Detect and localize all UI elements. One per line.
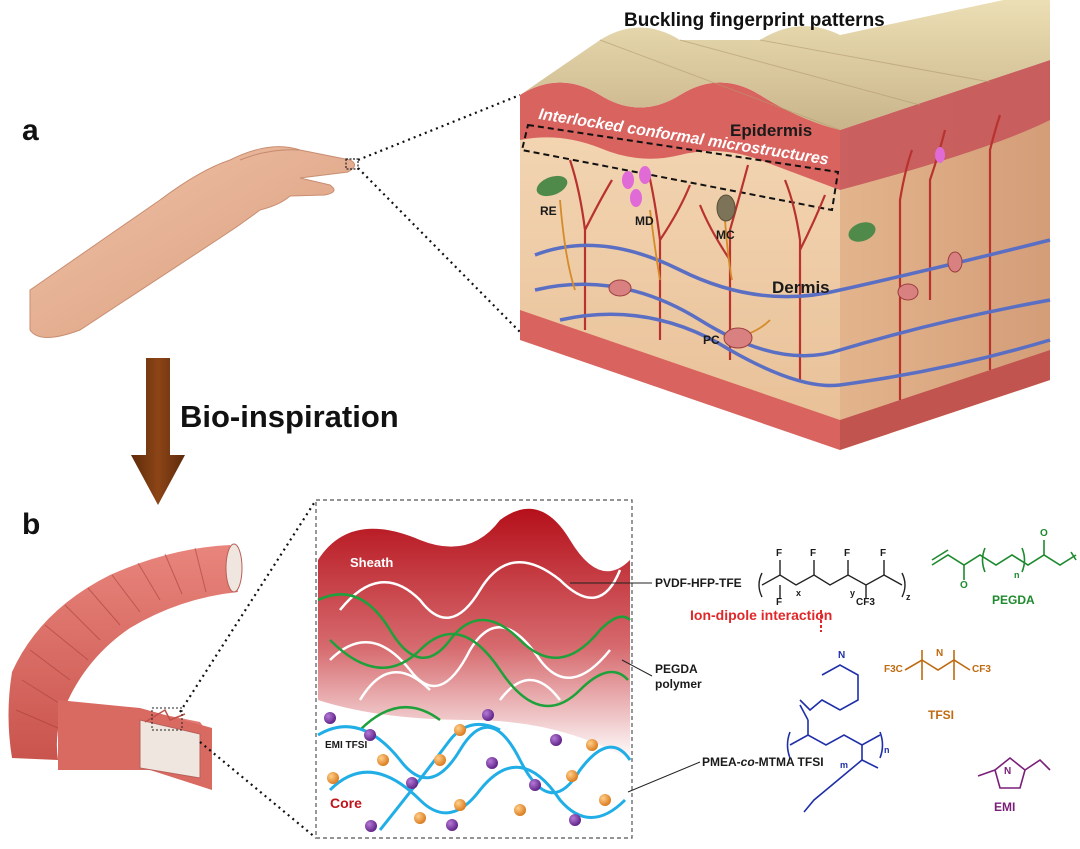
pegda-atom-o-2: O [1040, 528, 1048, 539]
panel-label-a: a [22, 114, 39, 147]
pmea-sub-m: m [840, 760, 849, 770]
sheath-label: Sheath [350, 555, 394, 570]
pegda-sub-n: n [1014, 570, 1020, 580]
tfsi-f3c: F3C [884, 664, 903, 675]
atom-f-2: F [776, 597, 783, 608]
pmea-label: PMEA-co-MTMA TFSI [702, 755, 824, 769]
receptor-re-label: RE [540, 204, 557, 218]
pegda-polymer-label-2: polymer [655, 677, 702, 691]
skin-block [520, 0, 1051, 450]
core-label: Core [330, 795, 362, 811]
sub-x: x [796, 588, 802, 598]
pmea-sub-n: n [884, 745, 890, 755]
emi-tfsi-label: EMI TFSI [325, 740, 368, 751]
hand-detail-box [345, 158, 359, 170]
zoom-lines-a [357, 93, 521, 333]
pvdf-structure [758, 560, 906, 598]
epidermis-label: Epidermis [730, 121, 813, 140]
fiber-illustration [8, 543, 243, 790]
atom-f-3: F [810, 548, 817, 559]
interlocked-region [520, 123, 840, 212]
fiber-detail-box [151, 707, 183, 731]
panel-label-b: b [22, 508, 41, 541]
atom-cf3: CF3 [856, 597, 875, 608]
tfsi-atom-n: N [936, 648, 944, 659]
emi-structure [977, 756, 1051, 789]
pmea-structure [786, 664, 884, 813]
sub-z: z [906, 592, 911, 602]
pegda-polymer-label-1: PEGDA [655, 662, 698, 676]
tfsi-label: TFSI [928, 708, 954, 722]
leader-lines [570, 582, 701, 793]
pegda-label: PEGDA [992, 593, 1035, 607]
arrow-label: Bio-inspiration [180, 399, 399, 434]
atom-f-1: F [776, 548, 783, 559]
emi-atom-n: N [1004, 766, 1012, 777]
meissner-corpuscle [716, 194, 736, 222]
meissner-disc [622, 147, 945, 207]
pegda-atom-o-1: O [960, 580, 968, 591]
dermis-label: Dermis [772, 278, 830, 297]
atom-f-4: F [844, 548, 851, 559]
hand-illustration [29, 146, 359, 338]
atom-f-5: F [880, 548, 887, 559]
receptor-pc-label: PC [703, 333, 720, 347]
ruffini-ending [536, 175, 568, 197]
bio-inspiration-arrow [131, 358, 185, 505]
sub-y: y [850, 588, 856, 598]
ion-dipole-label: Ion-dipole interaction [690, 607, 833, 623]
pvdf-label: PVDF-HFP-TFE [655, 576, 742, 590]
tfsi-cf3: CF3 [972, 664, 991, 675]
tfsi-structure [904, 650, 971, 680]
zoom-lines-b [179, 499, 317, 839]
pmea-atom-n: N [838, 650, 846, 661]
pegda-structure [931, 540, 1077, 580]
figure-title: Buckling fingerprint patterns [624, 10, 885, 31]
ion-spheres [324, 709, 611, 832]
receptor-md-label: MD [635, 214, 654, 228]
receptor-mc-label: MC [716, 228, 735, 242]
fiber-zoom-panel [315, 499, 633, 839]
emi-label: EMI [994, 800, 1016, 814]
pacinian-corpuscle [723, 327, 753, 349]
